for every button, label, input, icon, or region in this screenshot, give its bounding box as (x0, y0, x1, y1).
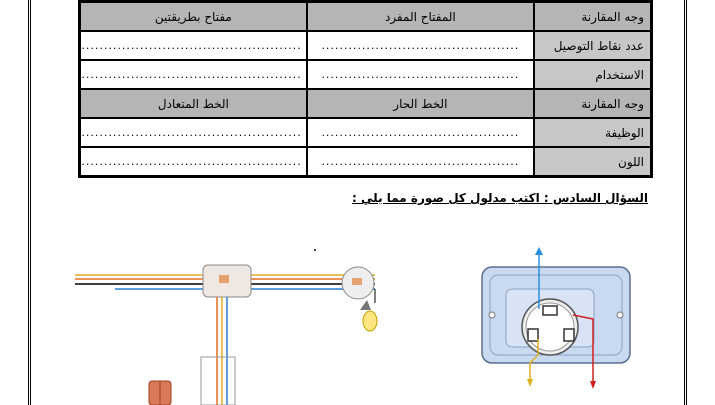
answer-blank[interactable]: ........................................… (78, 117, 308, 148)
comparison-table: وجه المقارنة المفتاح المفرد مفتاح بطريقت… (78, 0, 653, 178)
row-label: الاستخدام (533, 59, 653, 90)
row-label: اللون (533, 146, 653, 178)
table-header-row: وجه المقارنة المفتاح المفرد مفتاح بطريقت… (78, 0, 653, 32)
question-title: السؤال السادس : اكتب مدلول كل صورة مما ي… (352, 191, 648, 205)
arrow-down-left-icon (529, 339, 539, 381)
answer-blank[interactable]: ........................................… (305, 59, 536, 90)
header-col-a: المفتاح المفرد (305, 0, 536, 32)
table-row: الاستخدام ..............................… (78, 59, 653, 90)
page-border-right (684, 0, 687, 405)
switch-box (200, 356, 236, 405)
lamp-shade (360, 300, 371, 310)
table-row: اللون ..................................… (78, 146, 653, 178)
answer-blank[interactable]: ........................................… (305, 117, 536, 148)
answer-blank[interactable]: ........................................… (78, 30, 308, 61)
header-label-cell: وجه المقارنة (533, 0, 653, 32)
socket-outlet-diagram-icon (481, 247, 631, 389)
row-label: الوظيفة (533, 117, 653, 148)
header-col-a: الخط الحار (305, 88, 536, 119)
table-row: الوظيفة ................................… (78, 117, 653, 148)
answer-blank[interactable]: ........................................… (78, 59, 308, 90)
header-label-cell: وجه المقارنة (533, 88, 653, 119)
answer-blank[interactable]: ........................................… (305, 30, 536, 61)
lamp-bulb-icon (362, 310, 378, 332)
header-col-b: الخط المتعادل (78, 88, 308, 119)
wiring-circuit-diagram-icon (75, 249, 378, 405)
table-header-row: وجه المقارنة الخط الحار الخط المتعادل (78, 88, 653, 119)
page-border-left (28, 0, 31, 405)
answer-blank[interactable]: ........................................… (78, 146, 308, 178)
table-row: عدد نقاط التوصيل .......................… (78, 30, 653, 61)
arrow-down-right-icon (572, 314, 594, 383)
row-label: عدد نقاط التوصيل (533, 30, 653, 61)
header-col-b: مفتاح بطريقتين (78, 0, 308, 32)
answer-blank[interactable]: ........................................… (305, 146, 536, 178)
